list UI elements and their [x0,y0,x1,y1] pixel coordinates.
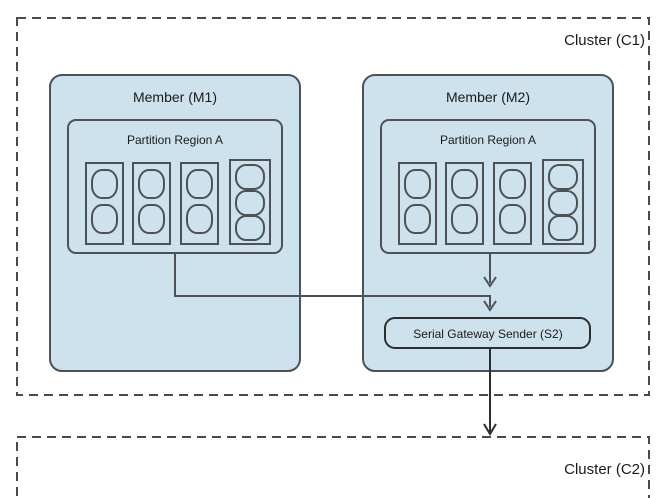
entry-shape [548,190,578,216]
member-m1-bucket-1 [85,162,124,245]
entry-shape [186,204,213,234]
member-m2-bucket-3 [493,162,532,245]
entry-shape [91,169,118,199]
entry-shape [499,169,526,199]
serial-gateway-sender-s2-label: Serial Gateway Sender (S2) [413,327,562,341]
entry-shape [186,169,213,199]
member-m2-label: Member (M2) [446,89,530,105]
member-m2-bucket-2 [445,162,484,245]
connection-sender-to-cluster-c2 [483,348,497,436]
entry-shape [91,204,118,234]
connection-m1-to-sender [174,253,497,312]
entry-shape [235,215,265,241]
entry-shape [235,190,265,216]
entry-shape [404,169,431,199]
entry-shape [499,204,526,234]
entry-shape [548,164,578,190]
entry-shape [404,204,431,234]
entry-shape [548,215,578,241]
cluster-c2-boundary [16,436,650,498]
member-m1-partition-region-label: Partition Region A [127,133,223,147]
entry-shape [138,204,165,234]
member-m2-bucket-1 [398,162,437,245]
entry-shape [138,169,165,199]
member-m1-bucket-2 [132,162,171,245]
member-m2-partition-region-label: Partition Region A [440,133,536,147]
connection-m2-to-sender [483,253,497,288]
entry-shape [451,204,478,234]
member-m1-label: Member (M1) [133,89,217,105]
member-m1-bucket-4 [229,159,271,245]
member-m1-bucket-3 [180,162,219,245]
serial-gateway-sender-s2-box [384,317,591,349]
cluster-c1-boundary [16,17,650,396]
entry-shape [451,169,478,199]
cluster-c2-label: Cluster (C2) [564,461,645,478]
cluster-c1-label: Cluster (C1) [564,32,645,49]
member-m2-bucket-4 [542,159,584,245]
entry-shape [235,164,265,190]
